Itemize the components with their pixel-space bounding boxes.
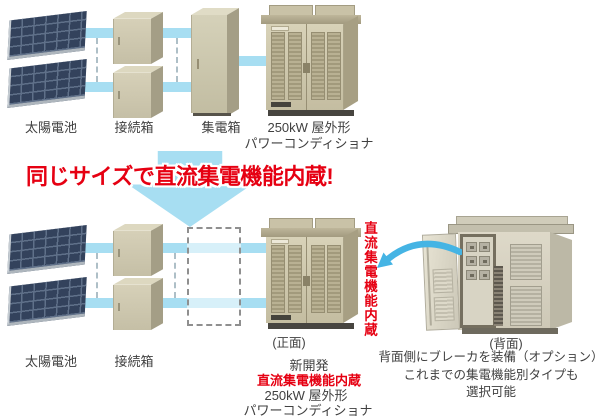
- flow-connector-bar: [238, 56, 268, 66]
- flow-dashed-line: [174, 253, 176, 298]
- flow-connector-bar: [84, 243, 114, 253]
- label-pcs-top-line2: パワーコンディショナ: [244, 136, 374, 151]
- label-new-development: 新開発: [289, 358, 329, 373]
- label-pcs-top-line1: 250kW 屋外形: [267, 120, 351, 135]
- power-conditioner-front-image: [261, 5, 361, 118]
- junction-box-image: [113, 66, 163, 118]
- curved-arrow-icon: [377, 240, 462, 268]
- junction-box-front: [113, 19, 151, 64]
- rear-louver: [510, 244, 542, 280]
- rear-note-line3: 選択可能: [465, 385, 517, 399]
- breaker-unit: [479, 256, 490, 266]
- solar-panel-image: [7, 276, 87, 327]
- rear-note-line1: 背面側にブレーカを装備（オプション）: [378, 350, 600, 364]
- flow-connector-bar: [162, 28, 193, 38]
- solar-panel-image: [7, 58, 87, 109]
- label-collector-top: 集電箱: [201, 120, 241, 135]
- junction-box-image: [113, 278, 163, 330]
- flow-connector-bar: [84, 298, 114, 308]
- label-dc-feature: 直流集電機能内蔵: [256, 373, 362, 388]
- label-solar-top: 太陽電池: [24, 120, 78, 135]
- breaker-unit: [466, 242, 477, 252]
- junction-box-image: [113, 224, 163, 276]
- rear-option-note: 背面側にブレーカを装備（オプション） これまでの集電機能別タイプも 選択可能: [378, 349, 600, 402]
- label-rear-view: (背面): [489, 337, 523, 351]
- vertical-note-text: 直流集電機能内蔵: [362, 221, 377, 337]
- pcs-door-handle: [303, 63, 310, 73]
- junction-box-top: [113, 12, 163, 19]
- label-solar-bottom: 太陽電池: [24, 354, 78, 369]
- pcs-louver: [271, 32, 285, 100]
- solar-panel-image: [7, 10, 87, 61]
- label-junction-top: 接続箱: [114, 120, 154, 135]
- flow-connector-bar: [84, 82, 114, 92]
- flow-connector-bar: [162, 82, 193, 92]
- junction-box-side: [151, 12, 163, 64]
- flow-dashed-line: [176, 38, 178, 82]
- flow-dashed-line: [96, 253, 98, 298]
- label-front-view: (正面): [272, 336, 306, 350]
- rear-note-line2: これまでの集電機能別タイプも: [403, 367, 579, 382]
- breaker-unit: [466, 256, 477, 266]
- removed-collector-dashed-outline: [187, 227, 241, 326]
- headline-text: 同じサイズで直流集電機能内蔵!: [26, 164, 334, 189]
- collector-box-image: [191, 8, 239, 116]
- flow-connector-bar: [84, 28, 114, 38]
- rear-louver: [510, 286, 542, 326]
- breaker-unit: [479, 270, 490, 280]
- power-conditioner-rear-image: [421, 216, 574, 334]
- label-pcs-bottom-line2: パワーコンディショナ: [243, 403, 373, 418]
- label-junction-bottom: 接続箱: [114, 354, 154, 369]
- breaker-unit: [466, 270, 477, 280]
- power-conditioner-front-image: [261, 218, 361, 331]
- junction-box-image: [113, 12, 163, 64]
- label-pcs-bottom-line1: 250kW 屋外形: [264, 388, 348, 403]
- pcs-nameplate: [271, 26, 289, 31]
- solar-panel-image: [7, 224, 87, 275]
- breaker-unit: [479, 242, 490, 252]
- flow-dashed-line: [96, 38, 98, 82]
